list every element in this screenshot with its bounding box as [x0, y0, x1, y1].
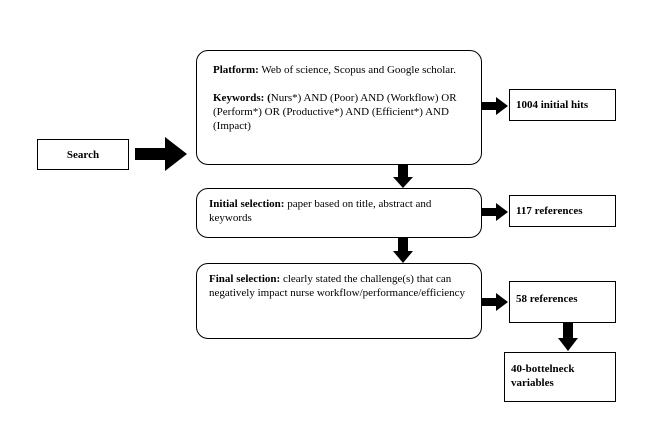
- search-label: Search: [66, 148, 100, 161]
- arrow-final-to-58: [482, 293, 508, 311]
- final-selection-label: Final selection:: [209, 273, 281, 285]
- arrow-initial-to-117: [482, 203, 508, 221]
- initial-hits-box: 1004 initial hits: [509, 89, 616, 121]
- arrow-58-to-bottleneck: [558, 323, 578, 351]
- references-58-label: 58 references: [516, 293, 578, 305]
- keywords-line: Keywords: (Nurs*) AND (Poor) AND (Workfl…: [213, 91, 473, 133]
- initial-selection-text: paper based on title, abstract and keywo…: [209, 198, 432, 224]
- references-117-box: 117 references: [509, 195, 616, 227]
- platform-label: Platform:: [213, 64, 259, 76]
- keywords-label: Keywords: (: [213, 92, 271, 104]
- initial-hits-label: 1004 initial hits: [516, 99, 589, 111]
- arrow-platform-to-initial: [393, 165, 413, 188]
- references-58-box: 58 references: [509, 281, 616, 323]
- platform-line: Platform: Web of science, Scopus and Goo…: [213, 63, 473, 77]
- arrow-platform-to-hits: [482, 97, 508, 115]
- arrow-initial-to-final: [393, 238, 413, 263]
- bottleneck-box: 40-bottelneck variables: [504, 352, 616, 402]
- initial-selection-label: Initial selection:: [209, 198, 285, 210]
- final-selection-box: Final selection: clearly stated the chal…: [196, 263, 482, 339]
- search-box: Search: [37, 139, 129, 170]
- keywords-text: Nurs*) AND (Poor) AND (Workflow) OR (Per…: [213, 92, 457, 132]
- references-117-label: 117 references: [516, 205, 583, 217]
- bottleneck-label: 40-bottelneck variables: [511, 363, 575, 389]
- initial-selection-box: Initial selection: paper based on title,…: [196, 188, 482, 238]
- final-selection-text: clearly stated the challenge(s) that can…: [209, 273, 466, 299]
- platform-text: Web of science, Scopus and Google schola…: [258, 64, 456, 76]
- arrow-search-to-platform: [135, 137, 187, 171]
- platform-keywords-box: Platform: Web of science, Scopus and Goo…: [196, 50, 482, 165]
